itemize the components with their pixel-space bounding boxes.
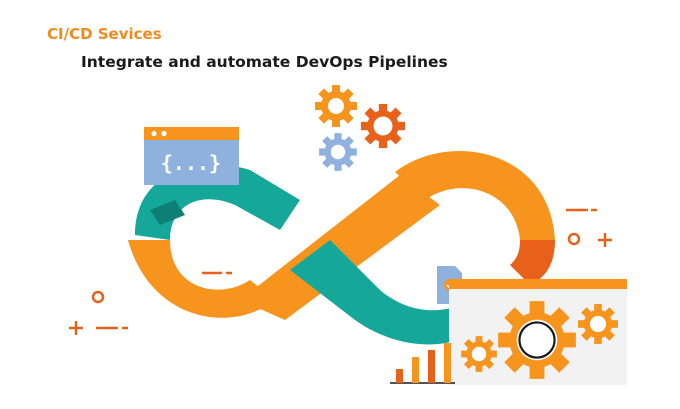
- gear-icon: [360, 103, 406, 149]
- code-window-text: {...}: [161, 151, 221, 175]
- bar-chart-icon: [390, 343, 455, 384]
- page-title: CI/CD Sevices: [47, 25, 162, 43]
- gear-icon: [578, 304, 618, 344]
- infinity-loop-icon: [128, 150, 555, 345]
- gear-icon: [315, 85, 357, 127]
- decor-symbols-left: [69, 271, 232, 335]
- gear-icon: [319, 133, 357, 171]
- dashboard-panel: [449, 279, 627, 385]
- gear-icon: [461, 336, 497, 372]
- decor-symbols-right: [566, 208, 612, 247]
- page-subtitle: Integrate and automate DevOps Pipelines: [81, 53, 448, 71]
- gear-icon: [498, 301, 576, 379]
- code-window-icon: {...}: [144, 127, 239, 185]
